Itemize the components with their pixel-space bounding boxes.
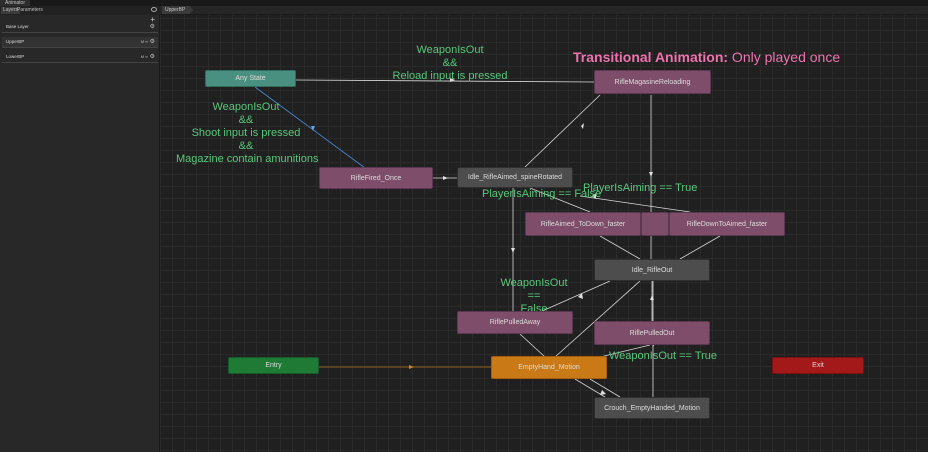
arrow-head	[443, 176, 448, 180]
arrow-head	[409, 365, 414, 369]
condition-line: &&	[238, 114, 254, 126]
arrow-head	[592, 193, 596, 199]
layers-panel: Layers Parameters + Base Layer ⚙ UpperBP…	[0, 6, 160, 452]
gear-icon[interactable]: ⚙	[149, 54, 155, 60]
state-rifle-aimed-to-down[interactable]: RifleAimed_ToDown_faster	[525, 212, 641, 236]
aiming-false-condition: PlayerIsAiming == False	[482, 188, 602, 200]
condition-line: WeaponIsOut	[500, 277, 568, 289]
state-exit[interactable]: Exit	[772, 357, 864, 374]
arrow-head	[450, 78, 455, 82]
transitional-title-bold: Transitional Animation:	[573, 49, 729, 65]
transition-crouch-empty-hand	[574, 378, 606, 398]
tab-layers[interactable]: Layers	[1, 7, 21, 14]
state-rifle-down-to-aimed[interactable]: RifleDownToAimed_faster	[669, 212, 785, 236]
gear-icon[interactable]: ⚙	[149, 39, 155, 45]
state-any-state[interactable]: Any State	[205, 70, 296, 87]
layer-badges: M ∞	[140, 39, 148, 44]
weapon-out-true-condition: WeaponIsOut == True	[609, 350, 718, 362]
animator-window-tab[interactable]: Animator	[0, 0, 31, 6]
layer-badges: M ∞	[140, 54, 148, 59]
state-rifle-fired-once[interactable]: RifleFired_Once	[319, 167, 433, 189]
layer-label: LowerBP	[6, 54, 25, 59]
arrow-head	[600, 390, 606, 395]
state-idle-rifle-out[interactable]: Idle_RifleOut	[594, 259, 710, 281]
add-layer-button[interactable]: +	[150, 15, 155, 24]
transition-idle-out-empty-hand	[554, 280, 641, 358]
breadcrumb[interactable]: UpperBP	[162, 6, 194, 14]
arrow-head	[311, 126, 315, 131]
arrow-head	[511, 248, 515, 253]
tab-parameters[interactable]: Parameters	[17, 7, 43, 13]
window-titlebar: Animator	[0, 0, 928, 6]
reload-condition: WeaponIsOut && Reload input is pressed	[380, 44, 520, 83]
state-crouch-empty-handed[interactable]: Crouch_EmptyHanded_Motion	[594, 397, 710, 419]
condition-line: Reload input is pressed	[392, 70, 508, 82]
state-idle-rifle-aimed[interactable]: Idle_RifleAimed_spineRotated	[457, 167, 573, 188]
arrow-head	[650, 295, 654, 300]
layer-item-upperbp[interactable]: UpperBP M ∞ ⚙	[2, 37, 158, 48]
layer-label: UpperBP	[6, 39, 25, 44]
transition-downtoaimed-idle-aimed	[579, 195, 691, 213]
breadcrumb-bar: UpperBP	[160, 6, 928, 15]
layer-label: Base Layer	[6, 24, 29, 29]
state-rifle-pulled-out[interactable]: RiflePulledOut	[594, 321, 710, 345]
transition-empty-hand-pulled-out	[599, 344, 651, 358]
aiming-true-condition: PlayerIsAiming == True	[583, 182, 698, 194]
arrow-head	[578, 293, 583, 299]
transition-anystate-fired	[254, 86, 366, 169]
layer-item-base[interactable]: Base Layer ⚙	[2, 22, 158, 33]
state-rifle-magasine-reloading[interactable]: RifleMagasineReloading	[594, 70, 711, 94]
condition-line: &&	[238, 140, 254, 152]
transitional-title-rest: Only played once	[728, 49, 841, 65]
condition-line: &&	[442, 57, 458, 69]
state-entry[interactable]: Entry	[228, 357, 319, 374]
transition-idle-aimed-aimedtodown	[529, 187, 591, 213]
state-overlap-fill	[641, 212, 669, 236]
condition-line: WeaponIsOut	[212, 101, 280, 113]
state-rifle-pulled-away[interactable]: RiflePulledAway	[457, 311, 573, 334]
gear-icon[interactable]: ⚙	[149, 24, 155, 30]
transition-pulled-away-empty-hand	[519, 333, 546, 358]
transition-reloading-idle-aimed	[524, 94, 601, 168]
condition-line: Magazine contain amunitions	[176, 153, 319, 165]
layer-item-lowerbp[interactable]: LowerBP M ∞ ⚙	[2, 52, 158, 63]
transition-idle-out-pulled-away	[539, 280, 611, 313]
state-empty-hand-motion[interactable]: EmptyHand_Motion	[491, 356, 607, 379]
condition-line: ==	[527, 290, 541, 302]
eye-icon[interactable]	[151, 7, 157, 12]
transitional-title: Transitional Animation: Only played once	[573, 49, 840, 65]
condition-line: WeaponIsOut	[416, 44, 484, 56]
transition-empty-hand-crouch	[589, 378, 621, 398]
panel-tabs: Layers Parameters	[0, 6, 160, 15]
transition-aimedtodown-idle-out	[599, 235, 641, 260]
arrow-head	[649, 172, 653, 177]
transition-idle-out-downtoaimed	[679, 235, 721, 260]
transition-anystate-reloading	[295, 79, 595, 83]
condition-line: Shoot input is pressed	[191, 127, 301, 139]
arrow-head	[581, 123, 584, 129]
shoot-condition: WeaponIsOut && Shoot input is pressed &&…	[176, 101, 319, 166]
